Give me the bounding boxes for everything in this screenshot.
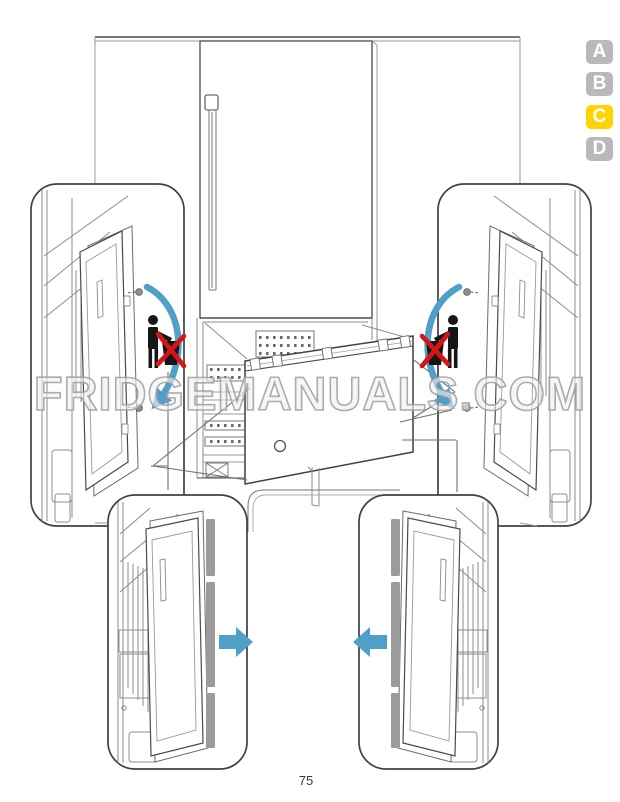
callout-panel-bottom-left	[107, 494, 254, 770]
fridge-base	[247, 466, 400, 532]
leader-lines	[95, 359, 538, 527]
callout-panel-top-right	[437, 183, 592, 527]
callout-panel-top-left	[30, 183, 185, 527]
mounting-brackets	[249, 335, 412, 371]
step-badge-a: A	[586, 40, 613, 64]
callout-panel-bottom-right	[352, 494, 499, 770]
fridge-illustration	[94, 36, 521, 532]
step-badge-c: C	[586, 105, 613, 129]
drawer-front-panel	[244, 335, 414, 485]
step-badge-d: D	[586, 137, 613, 161]
panel-hole	[273, 439, 287, 453]
step-badge-b: B	[586, 72, 613, 96]
page-number: 75	[298, 773, 314, 788]
door-handle	[204, 94, 219, 291]
